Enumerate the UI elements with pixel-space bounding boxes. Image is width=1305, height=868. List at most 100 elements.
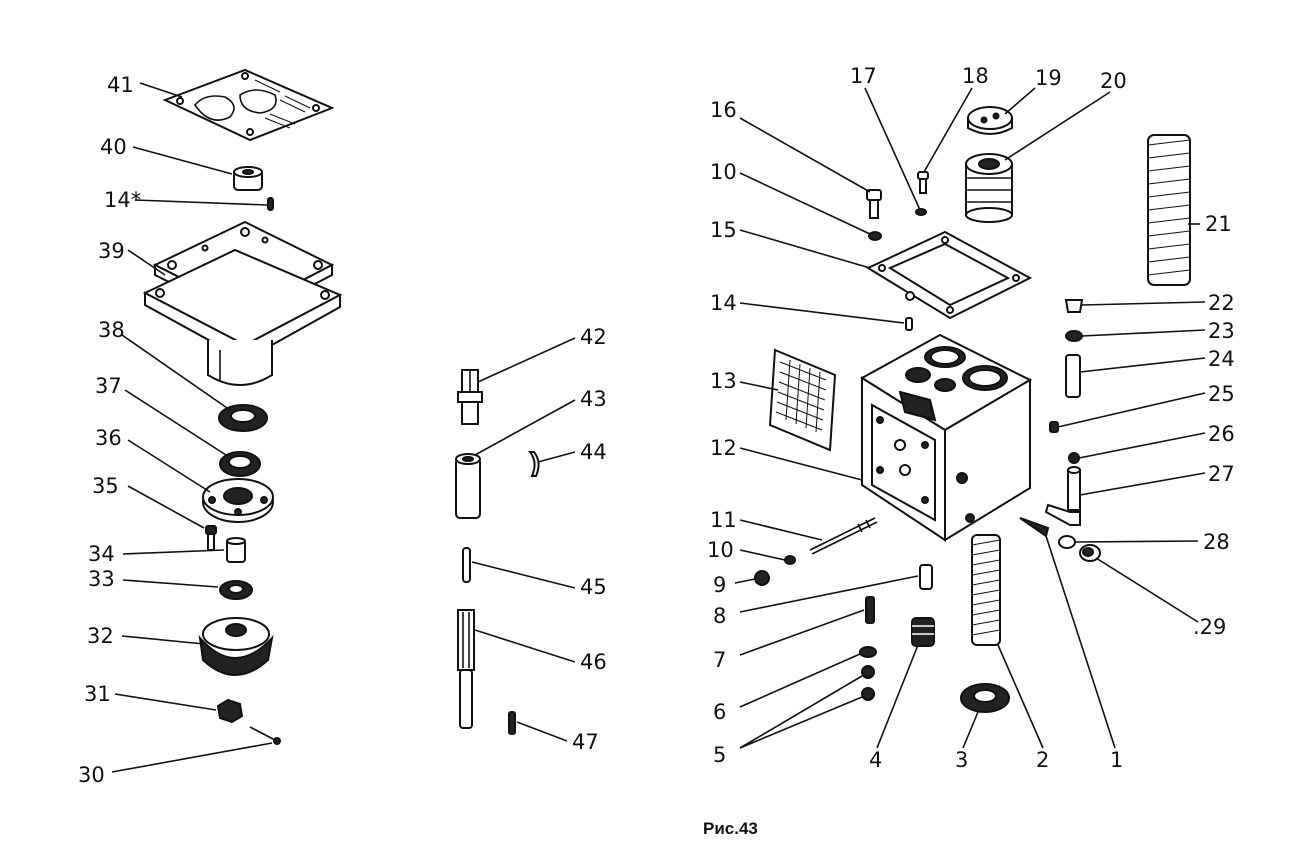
label-23: 23 xyxy=(1208,319,1235,343)
label-34: 34 xyxy=(88,542,115,566)
leader-lines xyxy=(111,82,1206,773)
part-20-piston xyxy=(965,153,1013,223)
part-31-nut xyxy=(216,698,244,724)
label-31: 31 xyxy=(84,682,111,706)
part-40-bushing xyxy=(233,166,263,191)
part-5-ball-lower xyxy=(861,687,875,701)
part-35-bolt xyxy=(205,525,217,551)
label-38: 38 xyxy=(98,318,125,342)
label-10-bottom: 10 xyxy=(707,538,734,562)
part-46-splined-shaft xyxy=(457,609,475,729)
part-19-cap xyxy=(967,106,1013,135)
part-13-plate xyxy=(768,348,837,452)
part-45-pin xyxy=(462,547,471,583)
label-37: 37 xyxy=(95,374,122,398)
label-5: 5 xyxy=(713,743,726,767)
part-4-gear xyxy=(911,617,935,647)
part-47-pin xyxy=(508,711,516,735)
label-25: 25 xyxy=(1208,382,1235,406)
label-40: 40 xyxy=(100,135,127,159)
part-7-spring xyxy=(865,596,875,624)
part-10-washer-top xyxy=(868,231,882,241)
part-28-washer xyxy=(1058,535,1076,549)
part-14-star-pin xyxy=(267,197,274,211)
part-32-gear xyxy=(198,617,274,676)
label-36: 36 xyxy=(95,426,122,450)
part-5-ball-upper xyxy=(861,665,875,679)
label-10-top: 10 xyxy=(710,160,737,184)
label-18: 18 xyxy=(962,64,989,88)
part-1-needle xyxy=(1019,517,1050,538)
label-4: 4 xyxy=(869,748,882,772)
label-47: 47 xyxy=(572,730,599,754)
label-17: 17 xyxy=(850,64,877,88)
part-10-washer-bottom xyxy=(784,555,796,565)
label-33: 33 xyxy=(88,567,115,591)
label-35: 35 xyxy=(92,474,119,498)
part-29-plug xyxy=(1079,544,1101,562)
label-14: 14 xyxy=(710,291,737,315)
part-22-plug xyxy=(1064,299,1084,313)
label-21: 21 xyxy=(1205,212,1232,236)
label-3: 3 xyxy=(955,748,968,772)
label-28: 28 xyxy=(1203,530,1230,554)
part-30-split-pin xyxy=(249,726,281,745)
label-15: 15 xyxy=(710,218,737,242)
label-27: 27 xyxy=(1208,462,1235,486)
part-labels: 41 40 14* 39 38 37 36 35 34 33 32 31 30 … xyxy=(78,64,1235,787)
part-18-screw xyxy=(917,171,929,194)
part-11-stud xyxy=(809,517,878,555)
label-9: 9 xyxy=(713,573,726,597)
label-1: 1 xyxy=(1110,748,1123,772)
part-14-pin xyxy=(905,317,913,331)
part-27-lever xyxy=(1044,466,1081,526)
label-39: 39 xyxy=(98,239,125,263)
part-43-tube xyxy=(455,453,481,519)
label-19: 19 xyxy=(1035,66,1062,90)
part-33-washer xyxy=(219,580,253,600)
part-6-seal xyxy=(859,646,877,658)
label-14-star: 14* xyxy=(104,188,141,212)
part-17-washer xyxy=(915,208,927,216)
part-38-bearing xyxy=(218,404,268,432)
label-32: 32 xyxy=(87,624,114,648)
label-29: .29 xyxy=(1193,615,1226,639)
label-7: 7 xyxy=(713,648,726,672)
part-25-spring xyxy=(1049,421,1059,433)
part-15-gasket xyxy=(865,230,1033,320)
part-41-gasket xyxy=(162,68,335,142)
label-43: 43 xyxy=(580,387,607,411)
part-23-seal xyxy=(1065,330,1083,342)
part-39-cover xyxy=(142,220,343,386)
part-44-key xyxy=(527,451,540,477)
label-41: 41 xyxy=(107,73,134,97)
label-2: 2 xyxy=(1036,748,1049,772)
label-30: 30 xyxy=(78,763,105,787)
part-12-housing xyxy=(860,333,1033,542)
label-24: 24 xyxy=(1208,347,1235,371)
part-2-spring xyxy=(971,534,1001,646)
label-46: 46 xyxy=(580,650,607,674)
label-6: 6 xyxy=(713,700,726,724)
figure-caption: Рис.43 xyxy=(703,819,758,838)
label-42: 42 xyxy=(580,325,607,349)
label-22: 22 xyxy=(1208,291,1235,315)
part-9-nut xyxy=(754,570,770,586)
label-20: 20 xyxy=(1100,69,1127,93)
label-13: 13 xyxy=(710,369,737,393)
label-44: 44 xyxy=(580,440,607,464)
label-12: 12 xyxy=(710,436,737,460)
part-16-bolt xyxy=(866,189,882,219)
label-8: 8 xyxy=(713,604,726,628)
part-36-flange xyxy=(202,478,274,523)
part-24-rod xyxy=(1065,354,1081,398)
part-37-bearing xyxy=(219,451,261,477)
label-11: 11 xyxy=(710,508,737,532)
part-8-pin xyxy=(919,564,933,590)
part-3-bearing xyxy=(960,683,1010,713)
label-16: 16 xyxy=(710,98,737,122)
label-45: 45 xyxy=(580,575,607,599)
label-26: 26 xyxy=(1208,422,1235,446)
part-34-sleeve xyxy=(226,537,246,563)
